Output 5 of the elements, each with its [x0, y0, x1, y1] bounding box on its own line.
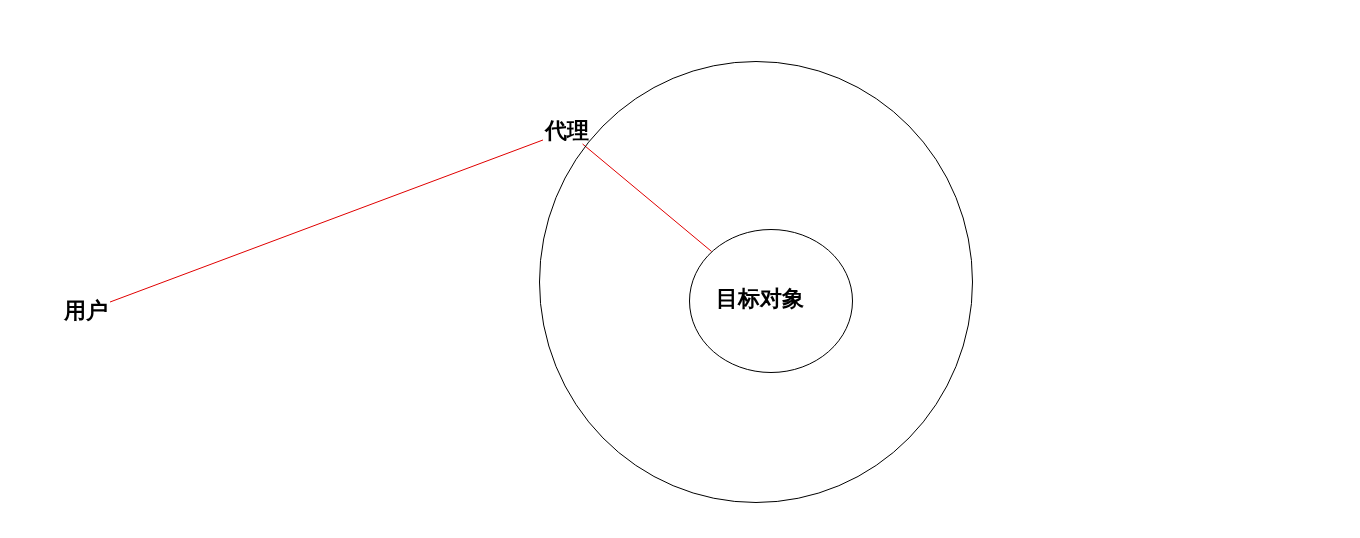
node-label: 代理 [545, 120, 589, 142]
connector-line [582, 143, 712, 252]
connector-line [109, 139, 544, 303]
node-label: 用户 [64, 300, 108, 322]
node-label: 目标对象 [716, 288, 804, 310]
